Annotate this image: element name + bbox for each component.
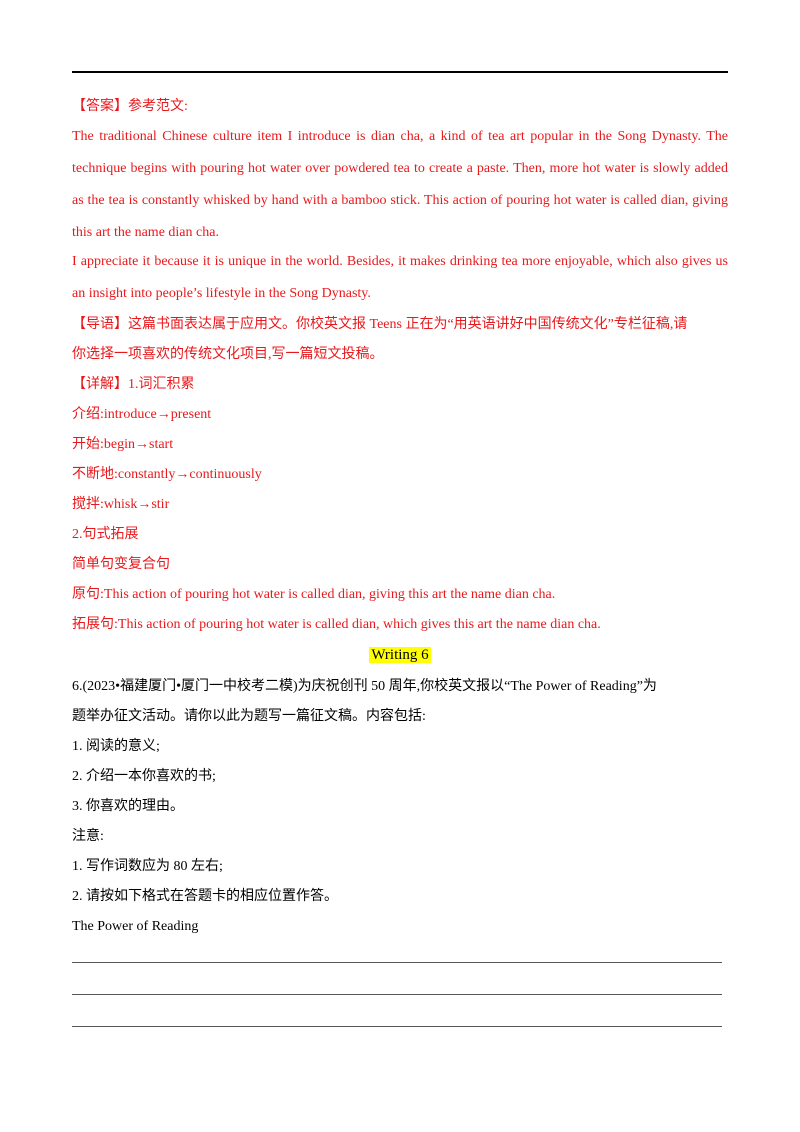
detail-label: 【详解】1.词汇积累 [72,377,195,392]
answer-writing-line[interactable] [72,962,722,963]
essay-title: The Power of Reading [72,919,199,934]
writing-heading-text: Writing 6 [369,647,431,663]
top-rule [72,71,728,73]
question-item: 2. 介绍一本你喜欢的书; [72,769,216,784]
vocab-item: 开始:begin→start [72,437,174,452]
answer-paragraph-2: I appreciate it because it is unique in … [72,254,728,301]
answer-writing-line[interactable] [72,1026,722,1027]
guide-line-2: 你选择一项喜欢的传统文化项目,写一篇短文投稿。 [72,347,384,362]
question-item: 1. 阅读的意义; [72,739,160,754]
original-sentence: 原句:This action of pouring hot water is c… [72,587,556,602]
note-item: 2. 请按如下格式在答题卡的相应位置作答。 [72,889,338,904]
question-line-2: 题举办征文活动。请你以此为题写一篇征文稿。内容包括: [72,709,426,724]
writing-heading: Writing 6 [0,645,800,665]
guide-line-1: 【导语】这篇书面表达属于应用文。你校英文报 Teens 正在为“用英语讲好中国传… [72,317,688,332]
vocab-item: 不断地:constantly→continuously [72,467,262,482]
note-item: 1. 写作词数应为 80 左右; [72,859,223,874]
question-item: 3. 你喜欢的理由。 [72,799,184,814]
vocab-item: 介绍:introduce→present [72,407,212,422]
expanded-sentence: 拓展句:This action of pouring hot water is … [72,617,601,632]
answer-paragraph-1: The traditional Chinese culture item I i… [72,129,728,240]
section-2-heading: 2.句式拓展 [72,527,139,542]
section-2-subheading: 简单句变复合句 [72,557,170,572]
answer-label: 【答案】参考范文: [72,99,188,114]
question-line-1: 6.(2023•福建厦门•厦门一中校考二模)为庆祝创刊 50 周年,你校英文报以… [72,679,657,694]
vocab-item: 搅拌:whisk→stir [72,497,170,512]
answer-writing-line[interactable] [72,994,722,995]
notes-label: 注意: [72,829,104,844]
